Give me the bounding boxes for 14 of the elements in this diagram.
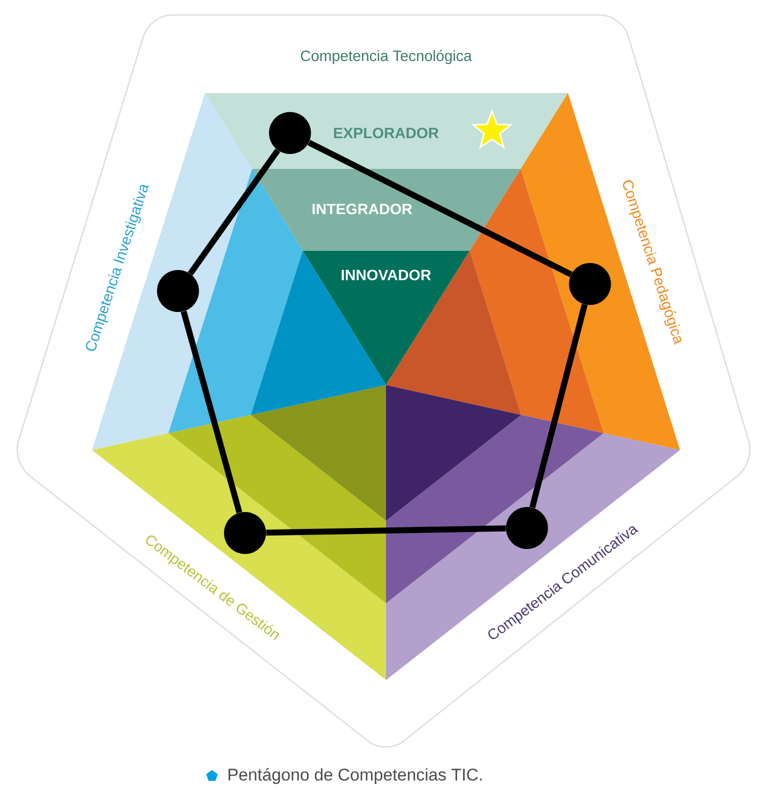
level-label: EXPLORADOR <box>334 128 439 138</box>
dot <box>569 263 611 305</box>
dot <box>506 507 548 549</box>
level-label: INNOVADOR <box>342 270 431 280</box>
level-label: INTEGRADOR <box>312 204 412 214</box>
connector-line <box>188 148 280 276</box>
dot <box>224 512 266 554</box>
connector-line <box>180 310 242 514</box>
connector-line <box>529 304 588 508</box>
connector-line <box>266 525 506 536</box>
dot <box>157 270 199 312</box>
caption: Pentágono de Competencias TIC. <box>228 768 482 784</box>
connector-line <box>308 140 572 278</box>
dot <box>269 112 311 154</box>
